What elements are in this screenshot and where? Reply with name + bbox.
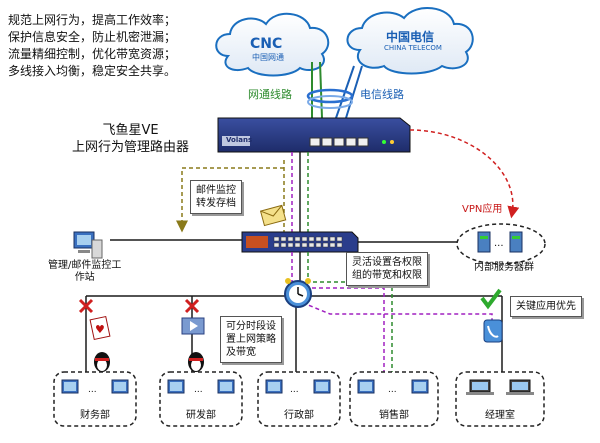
isp-lines [306, 61, 363, 119]
mail-monitor-callout: 邮件监控 转发存档 [190, 180, 242, 214]
svg-text:...: ... [290, 385, 299, 395]
department-box-finance: ... [53, 371, 137, 427]
internal-servers-label: 内部服务器群 [474, 262, 534, 273]
game-cards-icon: ♥ [89, 315, 111, 341]
router-icon [217, 117, 411, 153]
video-icon [181, 317, 205, 335]
cnc-sub: 中国网通 [252, 53, 284, 62]
schedule-callout: 可分时段设 置上网策略 及带宽 [220, 316, 282, 363]
department-box-manager [455, 371, 545, 427]
clock-icon [284, 278, 312, 308]
distribution-bus [85, 252, 503, 372]
svg-text:...: ... [194, 385, 203, 395]
monitor-station-label: 管理/邮件监控工 作站 [48, 260, 122, 283]
tagline: 规范上网行为，提高工作效率； 保护信息安全，防止机密泄漏； 流量精细控制，优化带… [8, 13, 177, 78]
svg-text:...: ... [88, 385, 97, 395]
department-label-manager: 经理室 [485, 410, 515, 421]
department-label-rd: 研发部 [186, 410, 216, 421]
department-box-sales: ... [349, 371, 439, 427]
router-brand: Volans [226, 136, 253, 144]
bandwidth-callout: 灵活设置各权限 组的带宽和权限 [346, 252, 428, 286]
department-label-sales: 销售部 [379, 410, 409, 421]
phone-icon [483, 319, 503, 343]
cross-icon [184, 298, 200, 314]
department-box-admin: ... [257, 371, 341, 427]
department-box-rd: ... [159, 371, 243, 427]
telecom-sub: CHINA TELECOM [384, 44, 442, 52]
department-label-admin: 行政部 [284, 410, 314, 421]
cnc-logo: CNC [250, 36, 283, 52]
telecom-cloud-icon [346, 6, 474, 75]
cnc-line-label: 网通线路 [248, 88, 292, 101]
cross-icon [78, 298, 94, 314]
email-icon [259, 204, 287, 227]
qq-penguin-icon [188, 352, 204, 372]
server-group-icon: ... [456, 223, 546, 265]
check-icon [480, 288, 502, 310]
telecom-line-label: 电信线路 [360, 88, 404, 101]
telecom-logo: 中国电信 [386, 30, 435, 44]
department-label-finance: 财务部 [80, 410, 110, 421]
svg-text:...: ... [388, 385, 397, 395]
cnc-cloud-icon [215, 12, 330, 77]
svg-text:♥: ♥ [95, 323, 105, 336]
monitor-station-computer-icon [73, 231, 103, 259]
qq-penguin-icon [94, 352, 110, 372]
vpn-label: VPN应用 [462, 204, 503, 215]
router-title: 飞鱼星VE 上网行为管理路由器 [72, 123, 190, 155]
svg-text:...: ... [494, 238, 504, 249]
priority-callout: 关键应用优先 [510, 296, 582, 317]
switch-icon [241, 231, 359, 253]
